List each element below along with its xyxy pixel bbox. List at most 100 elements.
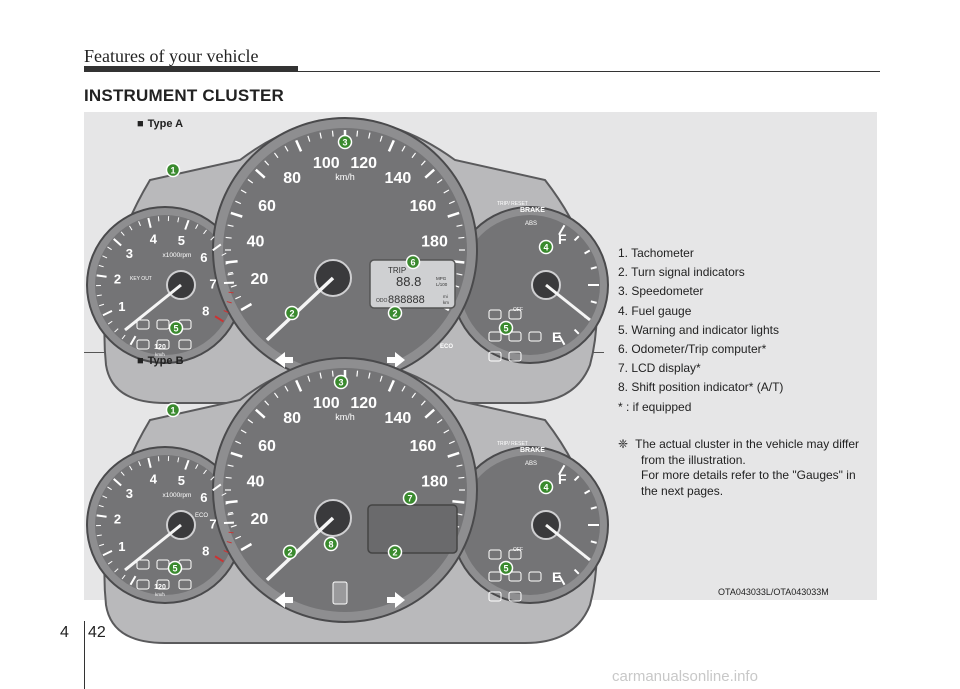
speed-tick xyxy=(458,476,465,479)
speed-warning-label: 120 xyxy=(154,344,166,351)
speedometer-face xyxy=(223,128,467,372)
warning-lamp-icon xyxy=(156,319,170,330)
speed-unit-label: km/h xyxy=(335,172,355,182)
eco-label: ECO xyxy=(195,513,208,519)
rpm-tick xyxy=(98,264,104,268)
indicator-lamp-icon xyxy=(488,549,502,560)
rpm-tick xyxy=(113,478,122,487)
speed-tick xyxy=(230,284,237,288)
turn-left-arrow-icon xyxy=(275,352,293,368)
callout-marker xyxy=(337,134,353,150)
speed-tick xyxy=(368,372,371,379)
rpm-tick xyxy=(177,217,180,223)
type-b-label: Type B xyxy=(137,355,184,367)
note-symbol-icon: ❈ xyxy=(618,437,629,451)
brake-label: BRAKE xyxy=(520,447,545,454)
indicator-lamp-icon xyxy=(488,351,502,362)
rpm-tick xyxy=(226,541,232,544)
speed-tick xyxy=(401,385,406,392)
rpm-tick xyxy=(184,459,190,470)
legend-item: 1. Tachometer xyxy=(618,246,694,260)
speed-tick xyxy=(443,189,450,194)
rpm-tick-label: 3 xyxy=(126,246,133,261)
rpm-tick xyxy=(138,461,141,467)
rpm-tick-label: 6 xyxy=(200,250,207,265)
fuel-tick xyxy=(590,300,597,304)
speed-tick-label: 100 xyxy=(313,395,340,412)
lcd-digits: 88.8 xyxy=(396,274,421,289)
speed-tick xyxy=(230,524,237,528)
rpm-tick xyxy=(138,221,141,227)
rpm-tick xyxy=(113,238,122,247)
callout-number: 8 xyxy=(328,540,333,550)
rpm-tick xyxy=(147,457,152,468)
speed-tick xyxy=(356,130,359,137)
rpm-needle xyxy=(124,283,182,332)
speed-tick xyxy=(235,440,242,445)
lcd-odo-label: ODO xyxy=(376,298,388,304)
rpm-tick-label: 2 xyxy=(114,511,121,526)
rpm-tick xyxy=(203,229,207,235)
footer-rule xyxy=(84,621,85,689)
figure-reference: OTA043033L/OTA043033M xyxy=(718,587,829,597)
speed-tick xyxy=(331,370,334,377)
speed-tick xyxy=(379,135,383,142)
callout-number: 5 xyxy=(173,324,178,334)
callout-number: 4 xyxy=(543,243,548,253)
speed-tick-label: 180 xyxy=(421,474,448,491)
fuel-tick xyxy=(558,224,566,236)
callout-number: 2 xyxy=(287,548,292,558)
speed-tick xyxy=(387,139,395,152)
legend-item: 8. Shift position indicator* (A/T) xyxy=(618,380,784,395)
rpm-tick xyxy=(120,231,125,236)
rpm-needle xyxy=(124,523,182,572)
rpm-tick xyxy=(98,504,104,508)
section-title: INSTRUMENT CLUSTER xyxy=(84,86,285,105)
fuel-tick xyxy=(584,489,591,495)
indicator-lamp-icon xyxy=(528,331,542,342)
rpm-tick xyxy=(96,534,102,537)
callout-number: 1 xyxy=(170,166,175,176)
speed-tick-label: 180 xyxy=(421,234,448,251)
rpm-tick xyxy=(96,274,107,278)
warning-lamp-icon xyxy=(178,579,192,590)
speed-tick xyxy=(240,189,247,194)
speed-tick-label: 40 xyxy=(247,234,265,251)
note-line: For more details refer to the "Gauges" i… xyxy=(641,468,856,482)
speed-tick-label: 120 xyxy=(350,395,377,412)
speed-tick xyxy=(247,418,254,424)
indicator-lamp-icon xyxy=(508,331,522,342)
note-line: The actual cluster in the vehicle may di… xyxy=(635,437,860,451)
speed-tick xyxy=(227,273,234,276)
rpm-tick-label: 4 xyxy=(150,471,158,486)
rpm-tick xyxy=(99,303,105,307)
callout-marker xyxy=(323,536,339,552)
speed-tick xyxy=(240,542,253,552)
callout-marker xyxy=(387,305,403,321)
legend-item: 6. Odometer/Trip computer* xyxy=(618,342,767,357)
eco-label: ECO xyxy=(440,344,453,350)
rpm-tick xyxy=(102,495,108,499)
speed-tick-label: 140 xyxy=(385,410,412,427)
rpm-tick xyxy=(129,225,133,231)
callout-number: 3 xyxy=(338,378,343,388)
speed-tick xyxy=(447,211,460,218)
speed-tick xyxy=(411,392,417,399)
speed-tick xyxy=(264,160,270,166)
tachometer-face xyxy=(95,215,235,355)
callout-number: 5 xyxy=(503,324,508,334)
speed-tick-label: 40 xyxy=(247,474,265,491)
speed-tick-label: 60 xyxy=(258,438,276,455)
indicator-lamp-icon xyxy=(508,591,522,602)
speed-tick xyxy=(295,379,303,392)
rpm-tick xyxy=(102,549,113,557)
rpm-tick xyxy=(221,492,227,496)
fuel-needle xyxy=(545,523,591,562)
speed-tick xyxy=(264,400,270,406)
lcd-trip-label: TRIP xyxy=(388,266,406,275)
turn-right-arrow-icon xyxy=(387,352,405,368)
callout-marker xyxy=(402,490,418,506)
rpm-tick xyxy=(226,301,232,304)
rpm-tick-label: 1 xyxy=(118,539,125,554)
